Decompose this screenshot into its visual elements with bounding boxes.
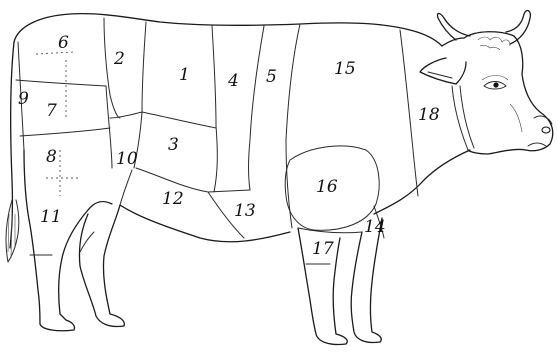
region-label-9: 9 [18,89,29,109]
horn-right [506,11,530,44]
region-label-1: 1 [179,65,190,85]
hind-hoof [40,314,75,331]
region-label-5: 5 [266,67,277,87]
cow-neck-top [442,38,464,46]
hind-leg-inner [79,205,124,327]
region-label-18: 18 [418,105,440,125]
region-label-13: 13 [234,201,256,221]
region-label-2: 2 [113,49,125,69]
head-outline [464,32,553,154]
region-label-14: 14 [364,217,386,237]
region-label-8: 8 [46,147,57,167]
region-label-7: 7 [46,101,57,121]
region-label-16: 16 [316,177,338,197]
region-label-10: 10 [116,149,138,169]
cow-chest-outline [374,150,470,214]
cow-back-outline [14,14,442,46]
hind-leg-back [24,150,40,324]
muzzle [534,116,552,124]
ear-outline [420,58,466,84]
cow-belly-outline [120,205,290,242]
region-label-4: 4 [227,71,239,91]
region-label-17: 17 [312,239,334,259]
region-label-3: 3 [168,135,179,155]
horn-left [437,14,470,41]
region-label-6: 6 [58,33,69,53]
region-label-15: 15 [334,59,356,79]
region-label-11: 11 [40,207,62,227]
region-label-12: 12 [162,189,184,209]
